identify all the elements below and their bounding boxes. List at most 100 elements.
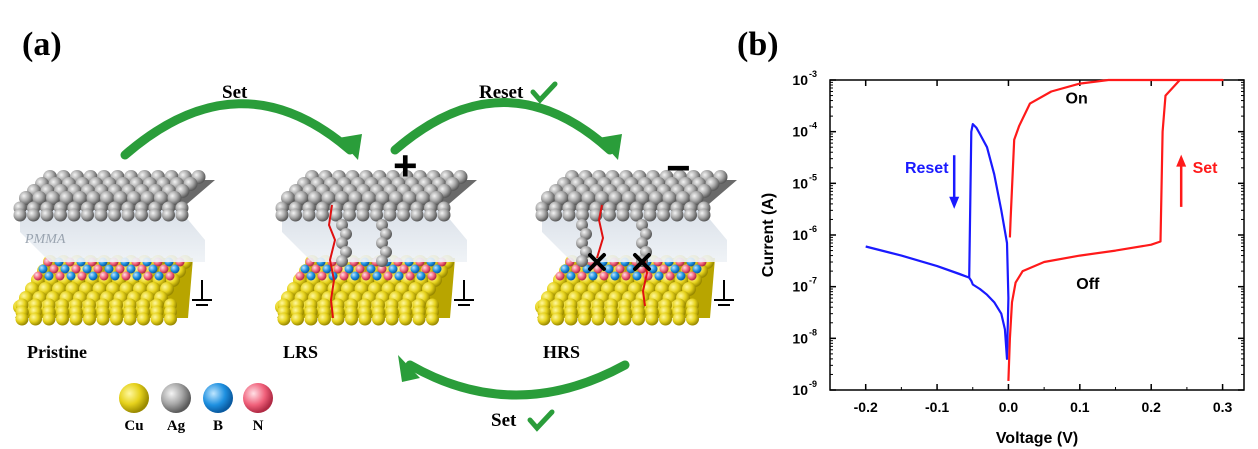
- n-atom: [77, 271, 87, 281]
- ag-atom: [437, 208, 451, 222]
- ag-atom: [140, 191, 155, 205]
- x-tick-label: 0.0: [999, 399, 1019, 415]
- ag-atom: [308, 191, 322, 205]
- cu-atom: [385, 312, 399, 326]
- minus-sign: −: [666, 144, 691, 191]
- n-atom: [99, 271, 109, 281]
- n-atom: [383, 271, 393, 281]
- cu-atom: [686, 312, 699, 326]
- cu-atom: [291, 312, 304, 326]
- b-atom: [560, 264, 570, 274]
- ag-atom: [662, 191, 677, 205]
- series-set-line: [1007, 78, 1224, 381]
- ag-atom: [375, 191, 390, 205]
- n-atom: [159, 264, 169, 274]
- ag-filament-atom: [580, 228, 592, 240]
- annotation-on: On: [1066, 91, 1088, 108]
- annotation-set: Set: [1193, 160, 1219, 177]
- b-atom: [148, 264, 158, 274]
- y-tick-exponent: -9: [809, 379, 817, 389]
- cu-atom: [83, 312, 96, 326]
- ag-filament-atom: [576, 219, 588, 231]
- cu-atom: [426, 312, 439, 326]
- ag-atom: [67, 208, 81, 222]
- ag-atom: [676, 191, 690, 205]
- n-atom: [665, 271, 675, 281]
- conduction-path: [327, 204, 337, 319]
- ag-atom: [86, 191, 101, 205]
- arrow-reset-top: Reset: [390, 81, 622, 160]
- ag-filament-atom: [376, 255, 388, 267]
- n-atom: [681, 264, 691, 274]
- legend-label: Ag: [167, 418, 186, 434]
- n-atom: [49, 264, 59, 274]
- x-tick-label: -0.2: [854, 399, 878, 415]
- ag-atom: [541, 191, 555, 205]
- ag-atom: [100, 191, 114, 205]
- ag-atom: [630, 208, 643, 222]
- ag-atom: [576, 208, 589, 222]
- b-atom: [104, 264, 114, 274]
- y-tick-label: 10: [792, 227, 808, 243]
- n-atom: [71, 264, 81, 274]
- ag-atom: [549, 208, 562, 222]
- ag-atom: [429, 191, 444, 205]
- ag-atom: [81, 208, 94, 222]
- ag-atom: [402, 191, 417, 205]
- ag-atom: [568, 191, 582, 205]
- ag-atom: [302, 208, 316, 222]
- cu-atom: [56, 312, 69, 326]
- ag-filament-atom: [376, 219, 388, 231]
- ag-atom: [154, 191, 168, 205]
- ag-filament-atom: [336, 237, 348, 249]
- n-atom: [361, 271, 371, 281]
- ag-atom: [46, 191, 60, 205]
- ag-atom: [348, 191, 363, 205]
- cu-atom: [551, 312, 564, 326]
- ag-atom: [356, 208, 370, 222]
- b-atom: [604, 264, 614, 274]
- ag-atom: [643, 208, 657, 222]
- ag-atom: [94, 208, 108, 222]
- plus-sign: +: [393, 142, 418, 189]
- ag-filament-atom: [336, 219, 348, 231]
- n-atom: [33, 271, 43, 281]
- ag-atom: [135, 208, 148, 222]
- ag-filament-atom: [636, 219, 648, 231]
- series-reset-line: [865, 123, 1010, 360]
- ag-atom: [40, 208, 54, 222]
- cu-atom: [150, 312, 164, 326]
- state-lrs-label: LRS: [283, 342, 318, 362]
- cu-atom: [564, 312, 578, 326]
- y-tick-label: 10: [792, 279, 808, 295]
- n-atom: [121, 271, 131, 281]
- n-atom: [427, 271, 437, 281]
- n-atom: [399, 264, 409, 274]
- cu-atom: [399, 312, 412, 326]
- ag-atom: [13, 208, 27, 222]
- ag-filament-atom: [340, 228, 352, 240]
- ag-atom: [595, 191, 609, 205]
- ag-atom: [383, 208, 397, 222]
- cu-atom: [659, 312, 672, 326]
- ag-atom: [127, 191, 141, 205]
- ag-filament-atom: [380, 246, 392, 258]
- ag-atom: [397, 208, 410, 222]
- ag-atom: [362, 191, 376, 205]
- n-atom: [339, 271, 349, 281]
- b-atom: [132, 271, 142, 281]
- legend-n-icon: [243, 383, 273, 413]
- cu-atom: [96, 312, 110, 326]
- ag-atom: [321, 191, 336, 205]
- ag-filament-atom: [636, 237, 648, 249]
- pmma-label: PMMA: [24, 232, 66, 247]
- device-hrs: [535, 170, 737, 326]
- conduction-path: [596, 204, 605, 259]
- panel-a: (a) Set Reset Set PMMA + − Pristine LRS …: [13, 26, 737, 434]
- n-atom: [687, 271, 697, 281]
- ag-atom: [316, 208, 329, 222]
- y-tick-label: 10: [792, 330, 808, 346]
- cu-atom: [632, 312, 645, 326]
- x-tick-label: 0.1: [1070, 399, 1090, 415]
